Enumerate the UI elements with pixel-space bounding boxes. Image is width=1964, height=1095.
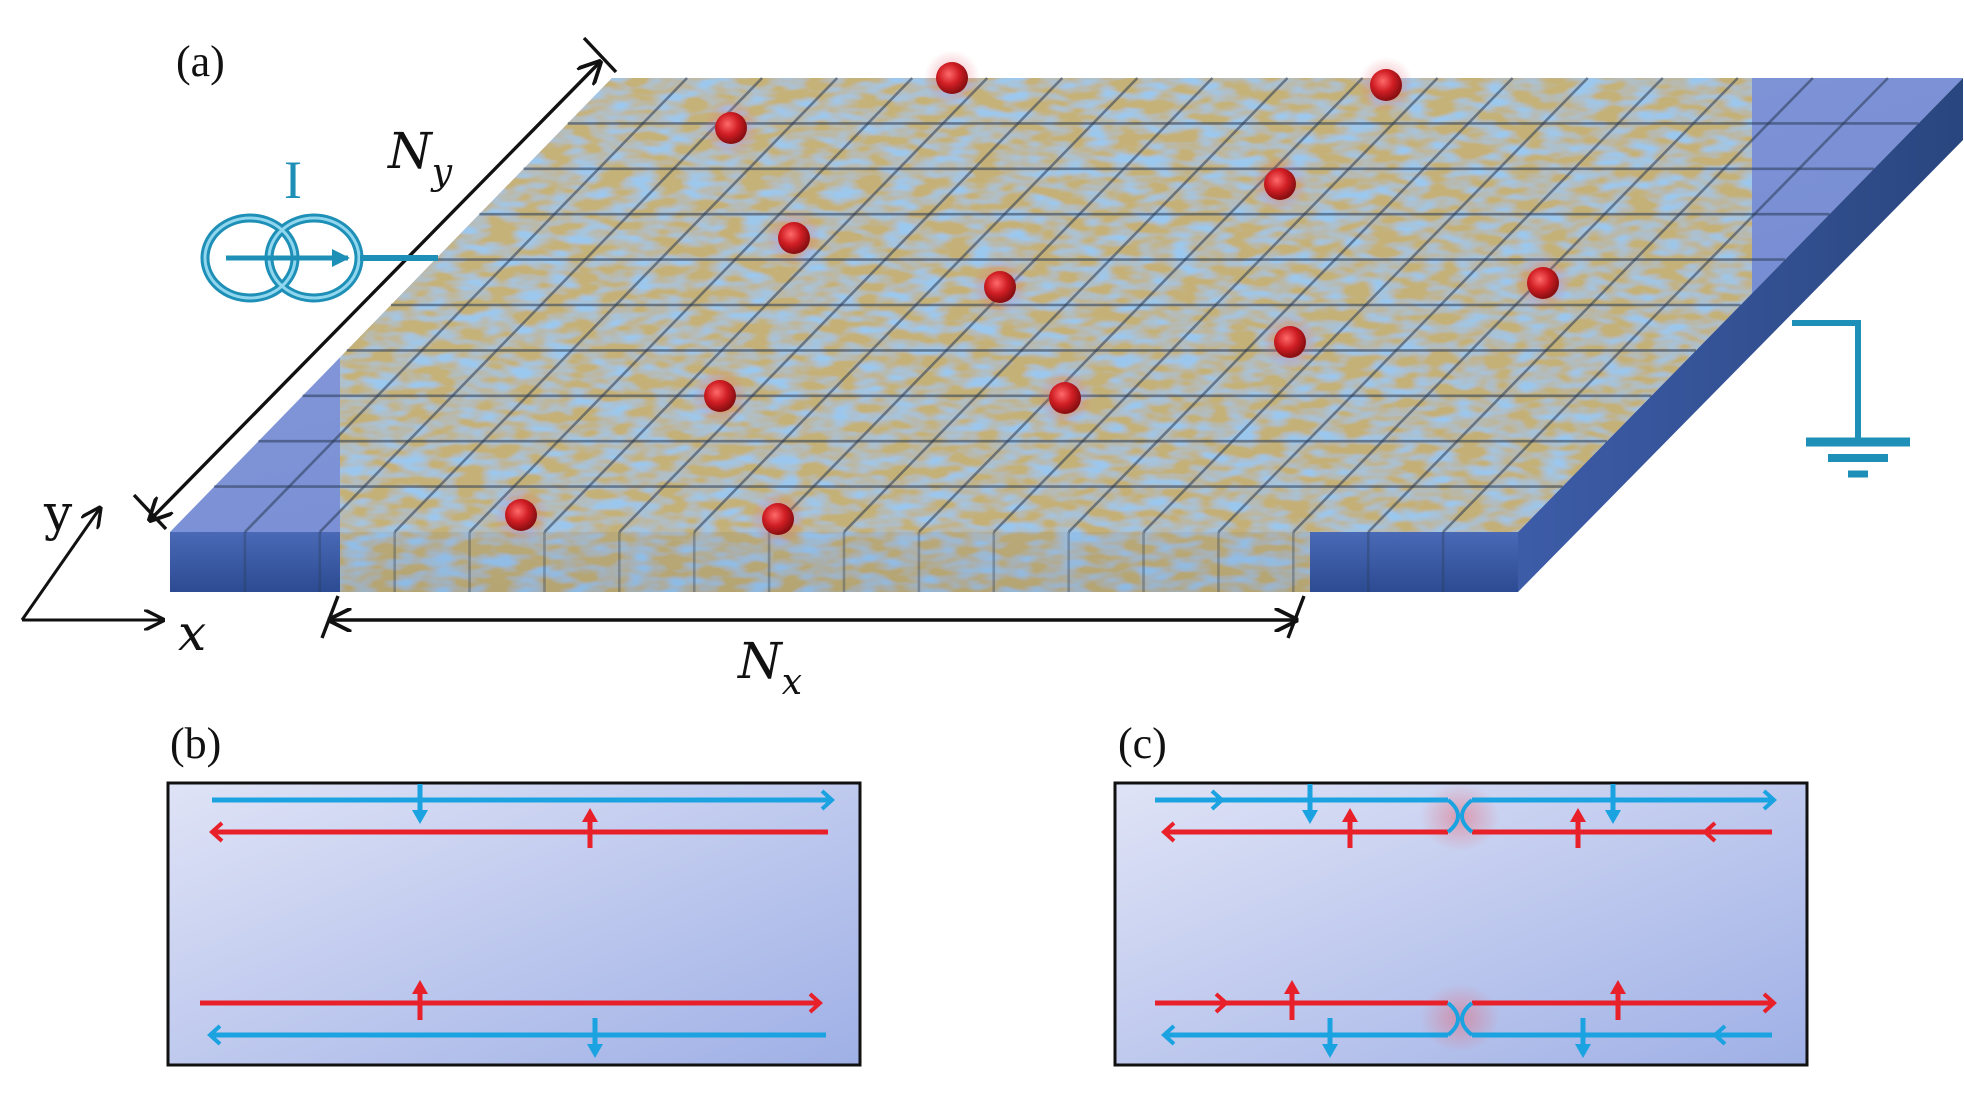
- y-axis-label: y: [43, 484, 73, 542]
- impurity-icon: [766, 210, 822, 266]
- ny-label: Ny: [387, 122, 453, 193]
- impurity-icon: [692, 368, 748, 424]
- impurity-icon: [1515, 255, 1571, 311]
- impurity-icon: [703, 100, 759, 156]
- spin-down-arrow-icon: [1302, 784, 1318, 824]
- backscatter-loop: [1446, 1001, 1460, 1037]
- coordinate-axes: [20, 508, 163, 620]
- backscatter-loop: [1460, 798, 1474, 834]
- scattering-center: [1420, 783, 1500, 851]
- spin-up-arrow-icon: [1284, 980, 1300, 1020]
- impurity-icon: [924, 50, 980, 106]
- spin-down-arrow-icon: [1575, 1018, 1591, 1058]
- spin-up-arrow-icon: [1342, 808, 1358, 848]
- ny-dimension: Ny: [132, 36, 618, 531]
- backscatter-loop: [1460, 1001, 1474, 1037]
- edge-states-c: [1155, 783, 1777, 1058]
- x-axis-label: x: [178, 604, 206, 662]
- flow-chevron: [207, 1024, 222, 1046]
- flow-chevron: [1762, 789, 1777, 811]
- impurity-icon: [1358, 57, 1414, 113]
- backscatter-loop: [1446, 798, 1460, 834]
- flow-chevron: [1161, 1024, 1176, 1046]
- spin-up-arrow-icon: [1610, 980, 1626, 1020]
- scattering-center: [1420, 984, 1500, 1052]
- panel-b: (b): [166, 719, 862, 1067]
- flow-chevron: [1161, 821, 1176, 843]
- current-source-icon: I: [200, 150, 438, 303]
- impurity-icon: [1037, 370, 1093, 426]
- edge-box-b: [166, 781, 862, 1067]
- panel-b-label: (b): [170, 719, 221, 768]
- edge-states-b: [200, 784, 835, 1058]
- slab-side-face: [1518, 78, 1963, 592]
- flow-chevron: [1702, 821, 1717, 843]
- nx-label: Nx: [737, 632, 802, 703]
- ground-icon: [1792, 320, 1910, 478]
- impurity-icon: [493, 487, 549, 543]
- flow-chevron: [1762, 992, 1777, 1014]
- flow-chevron: [209, 821, 224, 843]
- flow-chevron: [1214, 992, 1229, 1014]
- flow-chevron: [1712, 1024, 1727, 1046]
- nx-dimension: Nx: [320, 595, 1306, 703]
- impurity-icon: [972, 259, 1028, 315]
- panel-a: (a) Ny Nx: [20, 36, 1963, 703]
- spin-up-arrow-icon: [1570, 808, 1586, 848]
- impurities: [493, 50, 1571, 547]
- current-source-label: I: [284, 150, 302, 210]
- spin-up-arrow-icon: [412, 980, 428, 1020]
- flow-chevron: [820, 789, 835, 811]
- flow-chevron: [1210, 789, 1225, 811]
- sample-slab: [170, 50, 1963, 592]
- spin-down-arrow-icon: [1605, 784, 1621, 824]
- spin-down-arrow-icon: [587, 1018, 603, 1058]
- spin-down-arrow-icon: [1322, 1018, 1338, 1058]
- spin-up-arrow-icon: [582, 808, 598, 848]
- spin-down-arrow-icon: [412, 784, 428, 824]
- impurity-icon: [1252, 156, 1308, 212]
- panel-c: (c): [1113, 719, 1809, 1067]
- impurity-icon: [750, 491, 806, 547]
- disorder-region-front: [340, 532, 1310, 592]
- panel-a-label: (a): [176, 37, 225, 86]
- panel-c-label: (c): [1118, 719, 1167, 768]
- impurity-icon: [1262, 314, 1318, 370]
- flow-chevron: [808, 992, 823, 1014]
